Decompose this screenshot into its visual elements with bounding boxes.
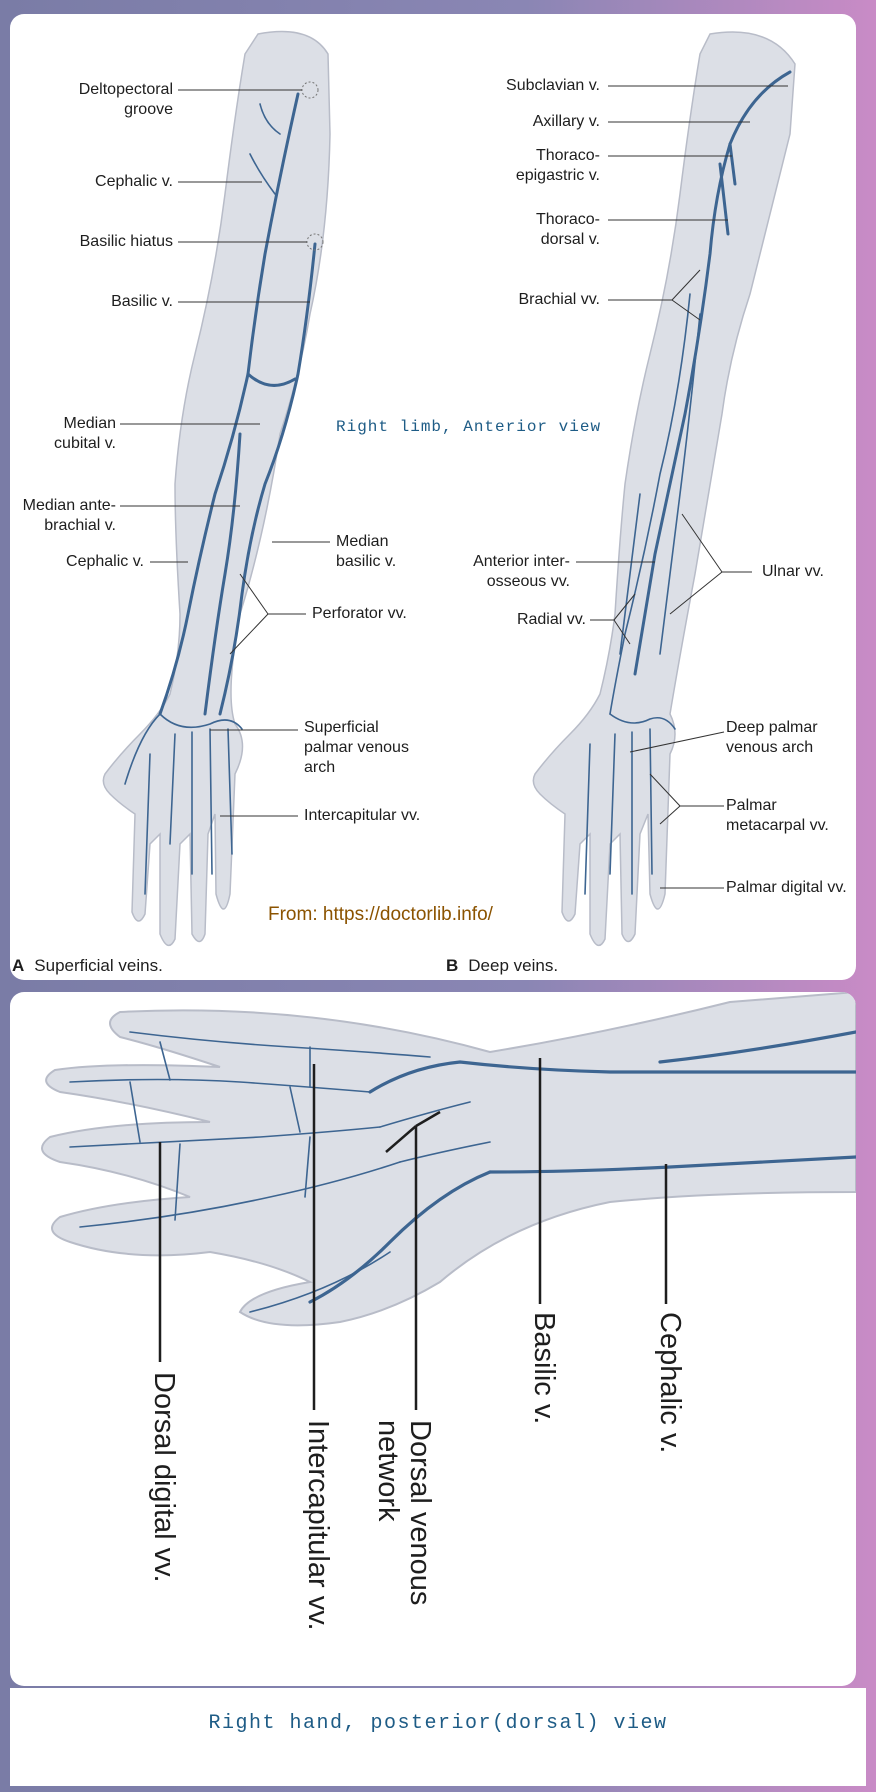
label-line: Deltopectoral	[78, 81, 173, 98]
label-line: brachial v.	[44, 517, 116, 534]
arm-veins-panel: Deltopectoral groove Cephalic v. Basilic…	[10, 14, 856, 980]
label-line: metacarpal vv.	[726, 817, 829, 834]
label-superficial-palmar-arch: Superficial palmar venous arch	[304, 718, 409, 778]
label-line: Superficial	[304, 719, 379, 736]
label-perforator: Perforator vv.	[312, 605, 407, 622]
caption-b-letter: B	[446, 956, 459, 975]
hand-illustration	[41, 992, 856, 1327]
label-basilic-c: Basilic v.	[528, 1312, 560, 1425]
label-line: Anterior inter-	[473, 553, 570, 570]
label-line: Thoraco-	[535, 211, 600, 228]
label-basilic-hiatus: Basilic hiatus	[79, 233, 173, 250]
label-line: epigastric v.	[515, 167, 600, 184]
label-intercapitular-a: Intercapitular vv.	[304, 807, 421, 824]
label-line: Dorsal venous	[404, 1420, 436, 1606]
caption-b: B Deep veins.	[446, 956, 558, 976]
caption-a-text: Superficial veins.	[34, 956, 163, 975]
caption-a: A Superficial veins.	[12, 956, 163, 976]
label-line: groove	[124, 101, 173, 118]
label-line: Palmar	[726, 797, 777, 814]
label-thoracoepigastric: Thoraco- epigastric v.	[516, 146, 600, 186]
label-deltopectoral-groove: Deltopectoral groove	[79, 80, 173, 120]
label-line: network	[372, 1420, 404, 1522]
label-deep-palmar-arch: Deep palmar venous arch	[726, 718, 818, 758]
label-palmar-metacarpal: Palmar metacarpal vv.	[726, 796, 829, 836]
label-line: Median	[336, 533, 389, 550]
arm-b-illustration	[532, 31, 796, 947]
label-line: Median	[63, 415, 116, 432]
label-cephalic-upper: Cephalic v.	[95, 173, 173, 190]
label-anterior-interosseous: Anterior inter- osseous vv.	[473, 552, 570, 592]
panel-c-view-title: Right hand, posterior(dorsal) view	[208, 1712, 668, 1735]
label-median-antebrachial: Median ante- brachial v.	[23, 496, 116, 536]
panel-a-view-title: Right limb, Anterior view	[336, 418, 602, 436]
caption-a-letter: A	[12, 956, 25, 975]
label-dorsal-venous-network: Dorsal venous network	[372, 1420, 436, 1605]
label-line: venous arch	[726, 739, 814, 756]
hand-dorsal-panel: Dorsal digital vv. Intercapitular vv. Do…	[10, 992, 856, 1686]
caption-b-text: Deep veins.	[468, 956, 559, 975]
label-median-cubital: Median cubital v.	[54, 414, 116, 454]
leader-lines	[120, 85, 788, 889]
label-basilic: Basilic v.	[111, 293, 173, 310]
bottom-title-bar: Right hand, posterior(dorsal) view	[10, 1688, 866, 1786]
source-credit: From: https://doctorlib.info/	[268, 904, 493, 925]
label-line: Median ante-	[22, 497, 116, 514]
arm-a-illustration	[102, 30, 331, 947]
label-dorsal-digital: Dorsal digital vv.	[148, 1372, 180, 1583]
hand-leader-lines	[158, 1058, 668, 1410]
arm-illustrations	[102, 30, 796, 947]
label-palmar-digital: Palmar digital vv.	[726, 879, 847, 896]
label-cephalic-lower: Cephalic v.	[66, 553, 144, 570]
label-radial: Radial vv.	[516, 611, 586, 628]
label-median-basilic: Median basilic v.	[336, 532, 396, 572]
label-line: cubital v.	[54, 435, 116, 452]
label-intercapitular-c: Intercapitular vv.	[302, 1420, 334, 1631]
label-line: arch	[304, 759, 336, 776]
label-subclavian: Subclavian v.	[506, 77, 600, 94]
label-line: dorsal v.	[540, 231, 600, 248]
label-cephalic-c: Cephalic v.	[654, 1312, 686, 1454]
label-line: Deep palmar	[726, 719, 818, 736]
label-line: osseous vv.	[486, 573, 570, 590]
label-line: palmar venous	[304, 739, 409, 756]
label-thoracodorsal: Thoraco- dorsal v.	[536, 210, 600, 250]
label-line: basilic v.	[336, 553, 397, 570]
label-brachial: Brachial vv.	[518, 291, 600, 308]
label-ulnar: Ulnar vv.	[762, 563, 824, 580]
label-axillary: Axillary v.	[532, 113, 600, 130]
label-line: Thoraco-	[535, 147, 600, 164]
